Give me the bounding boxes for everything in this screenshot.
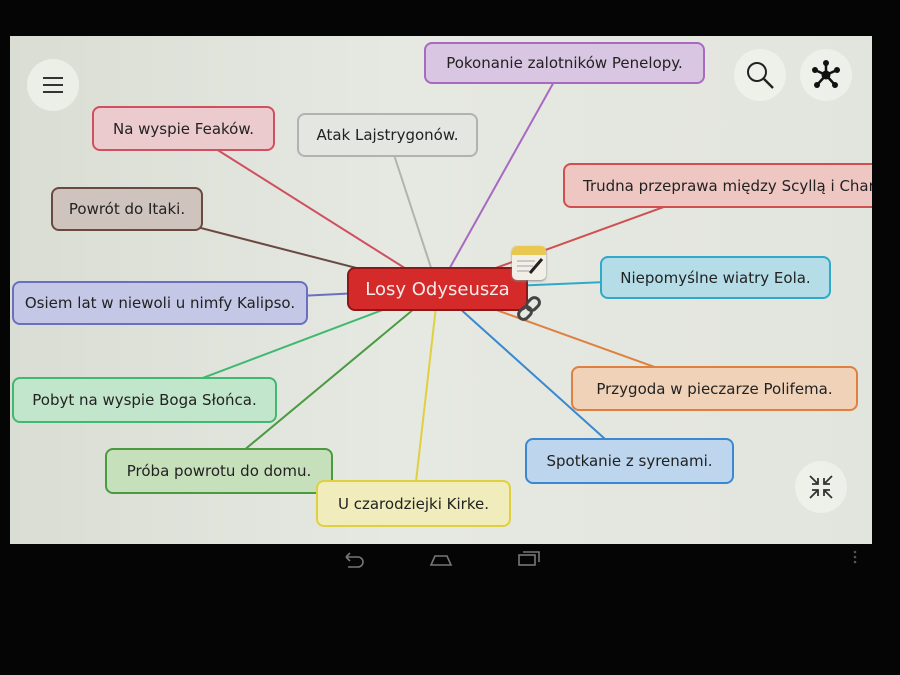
collapse-icon	[809, 475, 833, 499]
node-label: Próba powrotu do domu.	[126, 462, 312, 480]
connector-proba	[218, 288, 439, 472]
node-syreny[interactable]: Spotkanie z syrenami.	[525, 438, 734, 484]
mindmap-icon	[812, 60, 840, 88]
node-label: Powrót do Itaki.	[68, 200, 186, 218]
node-label: Spotkanie z syrenami.	[546, 452, 713, 470]
link-icon[interactable]	[515, 294, 545, 324]
root-node[interactable]: Losy Odyseusza	[347, 267, 528, 311]
node-polifem[interactable]: Przygoda w pieczarze Polifema.	[571, 366, 858, 411]
search-button[interactable]	[734, 49, 786, 101]
recent-apps-icon[interactable]	[515, 548, 541, 568]
node-label: Przygoda w pieczarze Polifema.	[596, 379, 833, 398]
overflow-menu-icon[interactable]	[850, 548, 860, 568]
connector-kirke	[412, 288, 439, 504]
node-label: Trudna przeprawa między Scyllą i Charybd…	[583, 176, 872, 195]
node-eola[interactable]: Niepomyślne wiatry Eola.	[600, 256, 831, 299]
node-label: U czarodziejki Kirke.	[338, 494, 489, 513]
node-slonca[interactable]: Pobyt na wyspie Boga Słońca.	[12, 377, 277, 423]
mindmap-canvas[interactable]: Pokonanie zalotników Penelopy. Na wyspie …	[10, 36, 872, 544]
connector-syreny	[437, 288, 631, 462]
node-atak[interactable]: Atak Lajstrygonów.	[297, 113, 478, 157]
home-icon[interactable]	[428, 548, 454, 568]
note-icon[interactable]	[512, 246, 546, 280]
connector-feakow	[182, 127, 439, 290]
node-label: Pobyt na wyspie Boga Słońca.	[32, 391, 257, 409]
connector-pokonanie	[437, 62, 566, 290]
connector-atak	[386, 134, 439, 290]
node-pokonanie[interactable]: Pokonanie zalotników Penelopy.	[424, 42, 705, 84]
node-label: Na wyspie Feaków.	[112, 119, 255, 138]
collapse-button[interactable]	[795, 461, 847, 513]
node-kirke[interactable]: U czarodziejki Kirke.	[316, 480, 511, 527]
node-trudna[interactable]: Trudna przeprawa między Scyllą i Charybd…	[563, 163, 872, 208]
search-icon	[747, 62, 774, 89]
node-label: Atak Lajstrygonów.	[316, 126, 459, 144]
menu-icon	[43, 77, 63, 93]
node-label: Pokonanie zalotników Penelopy.	[446, 54, 683, 72]
back-icon[interactable]	[340, 548, 366, 568]
node-kalipso[interactable]: Osiem lat w niewoli u nimfy Kalipso.	[12, 281, 308, 325]
node-powrot[interactable]: Powrót do Itaki.	[51, 187, 203, 231]
node-label: Niepomyślne wiatry Eola.	[620, 268, 811, 287]
navigation-bar	[0, 544, 900, 572]
node-proba[interactable]: Próba powrotu do domu.	[105, 448, 333, 494]
node-label: Osiem lat w niewoli u nimfy Kalipso.	[24, 294, 296, 312]
node-feakow[interactable]: Na wyspie Feaków.	[92, 106, 275, 151]
mindmap-button[interactable]	[800, 49, 852, 101]
menu-button[interactable]	[27, 59, 79, 111]
